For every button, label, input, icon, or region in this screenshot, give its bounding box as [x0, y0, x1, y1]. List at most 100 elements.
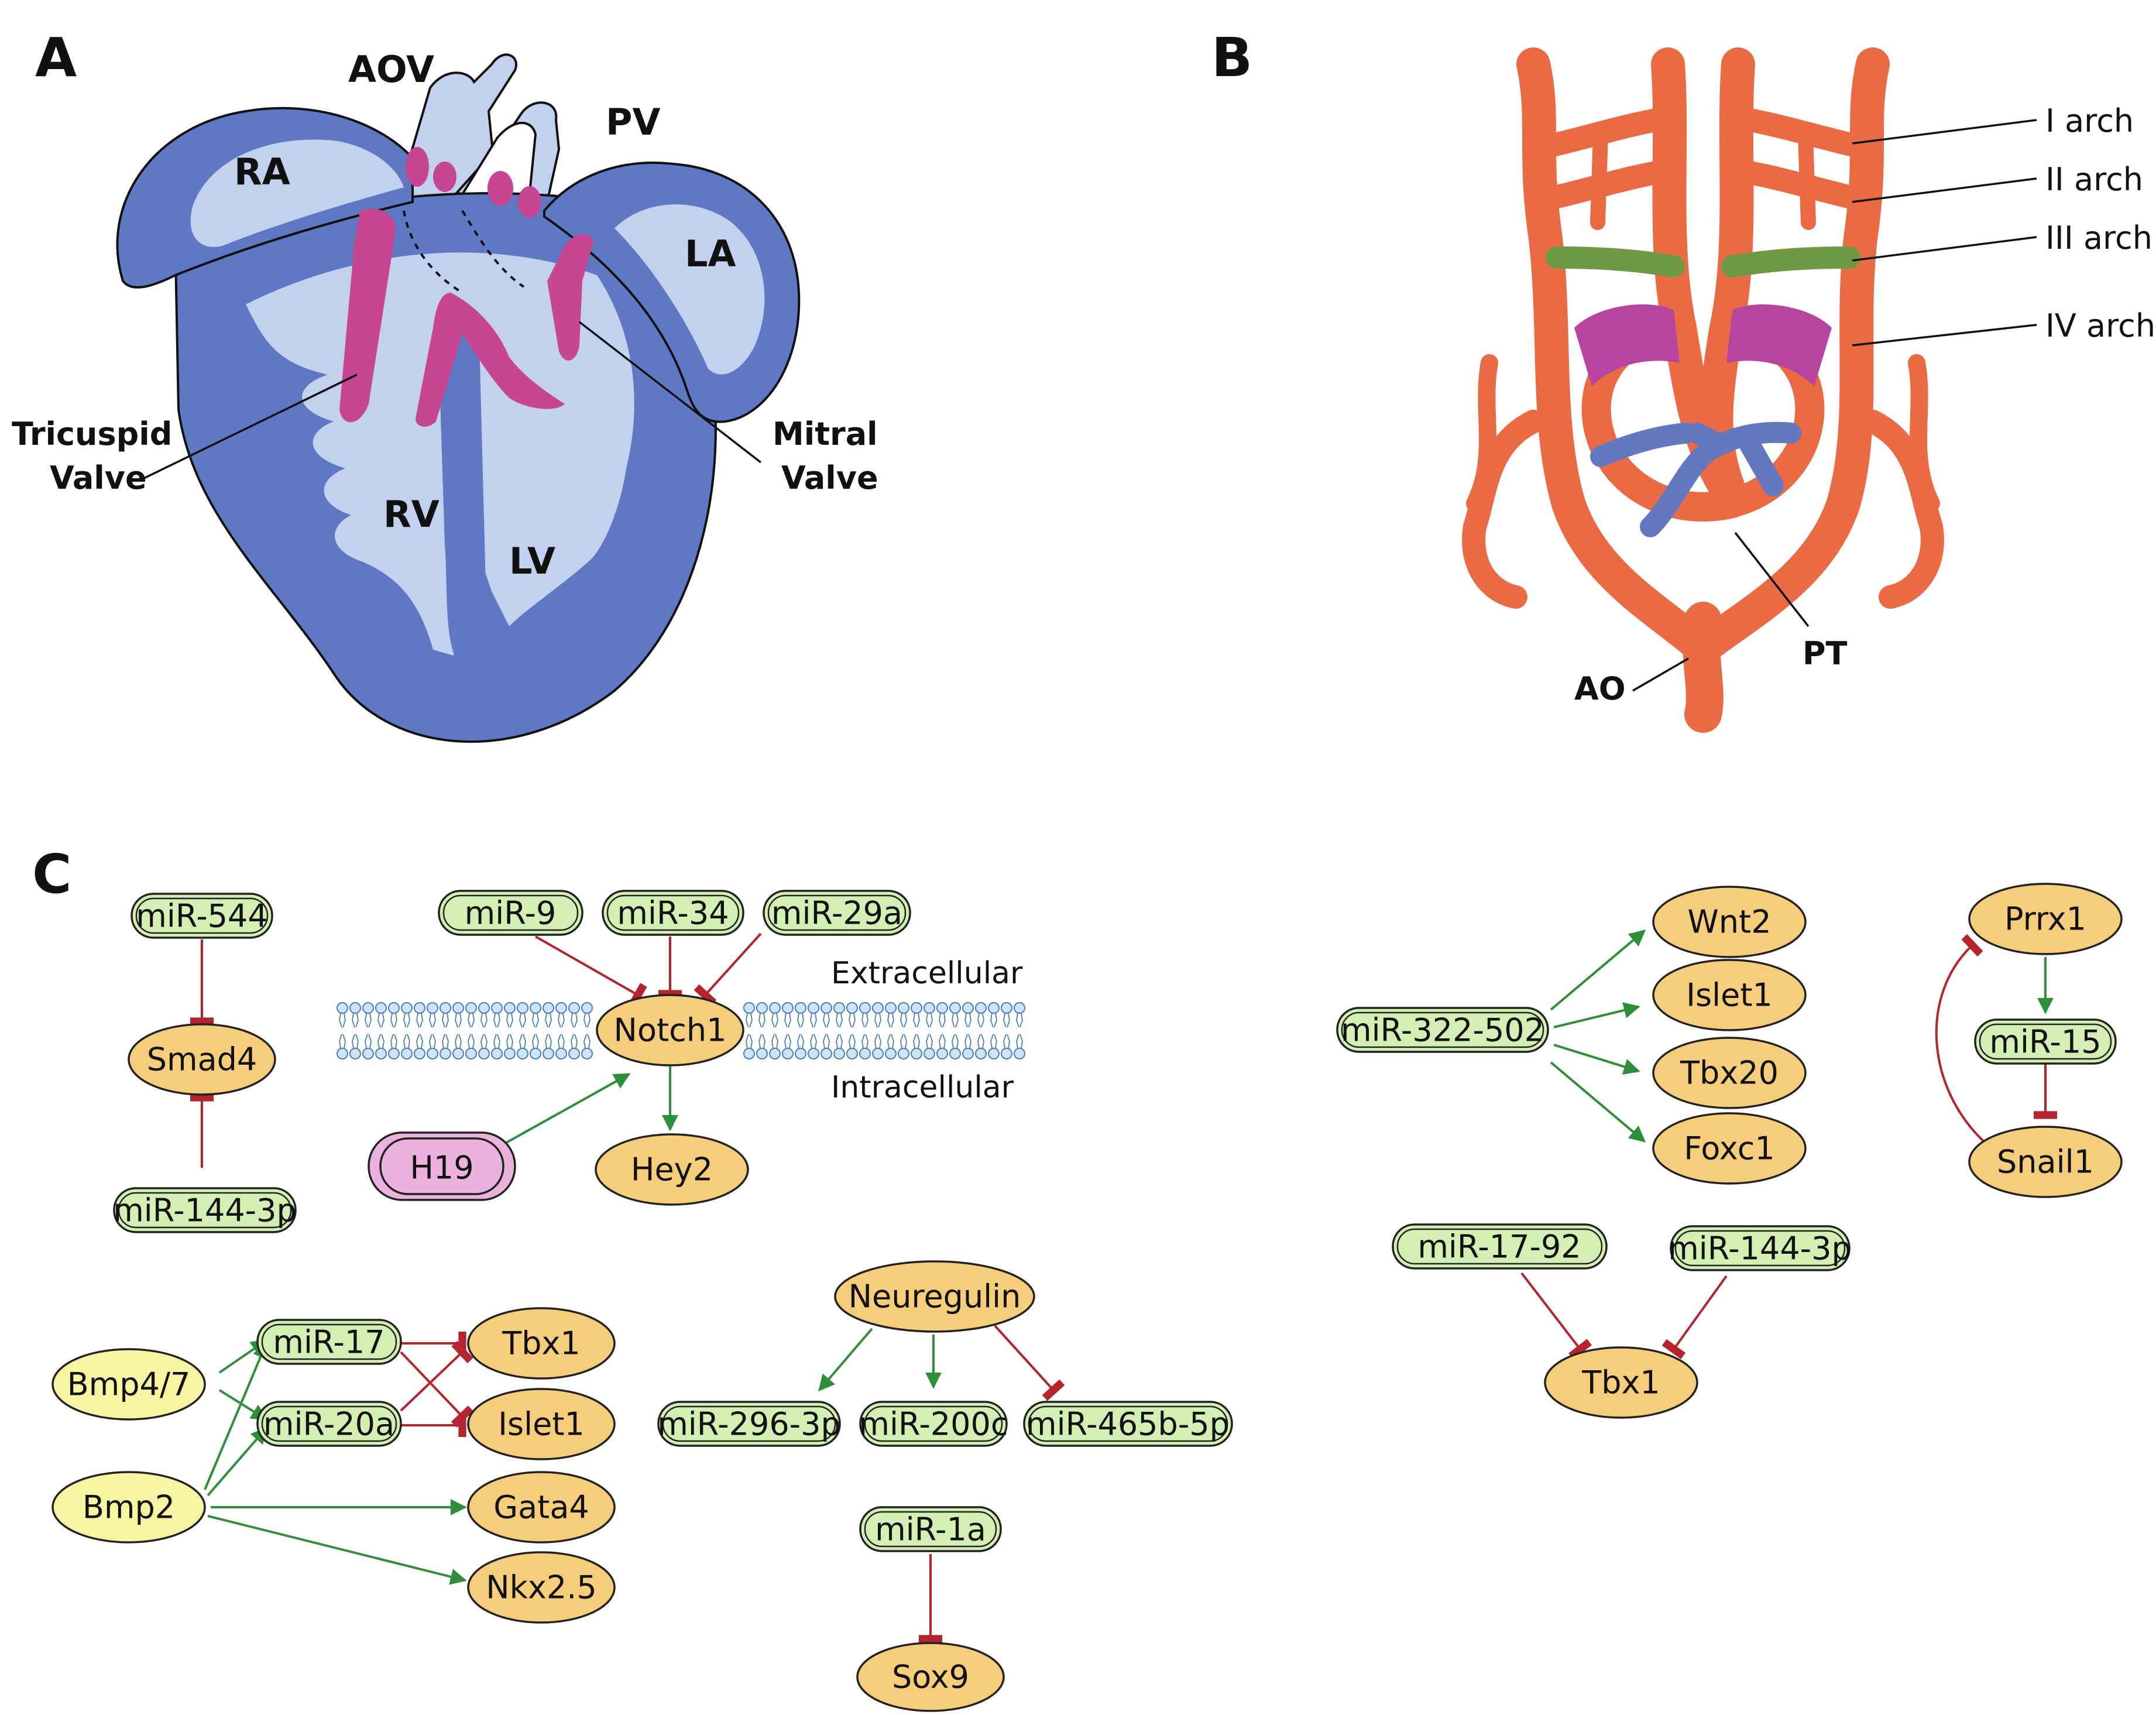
- label-arch3: III arch: [2045, 219, 2152, 256]
- label-arch2: II arch: [2045, 161, 2143, 198]
- lipid-head: [568, 1048, 580, 1059]
- lipid-head: [581, 1002, 593, 1014]
- node-mir15: miR-15: [1989, 1024, 2101, 1061]
- lipid-tail: [493, 1034, 500, 1049]
- lipid-tail: [545, 1034, 552, 1049]
- node-h19: H19: [410, 1150, 473, 1186]
- lipid-head: [808, 1048, 819, 1059]
- lipid-head: [936, 1002, 948, 1014]
- lipid-head: [949, 1002, 961, 1014]
- lipid-tail: [532, 1034, 539, 1049]
- edge-mir17-islet1: [400, 1351, 474, 1428]
- lipid-tail: [403, 1034, 410, 1049]
- node-prrx1: Prrx1: [2004, 901, 2086, 938]
- label-pt: PT: [1803, 635, 1848, 672]
- gene-prrx1: Prrx1: [1968, 883, 2123, 955]
- lipid-tail: [519, 1013, 526, 1028]
- ligand-bmp2: Bmp2: [52, 1471, 206, 1544]
- lipid-tail: [900, 1013, 907, 1028]
- arch3-leader: [1852, 236, 2037, 262]
- label-ra: RA: [234, 150, 290, 193]
- vessel-gap: [457, 122, 537, 201]
- label-aov: AOV: [348, 48, 434, 91]
- node-mir1a: miR-1a: [875, 1511, 986, 1548]
- lipid-head: [517, 1002, 528, 1014]
- lipid-tail: [926, 1034, 933, 1049]
- gene-wnt2: Wnt2: [1652, 886, 1807, 958]
- lipid-tail: [455, 1034, 462, 1049]
- arch2-leader: [1852, 177, 2037, 203]
- arch-four: [1574, 304, 1832, 386]
- lipid-head: [517, 1048, 528, 1059]
- mitral-label-line2: Valve: [781, 459, 878, 496]
- lipid-head: [936, 1048, 948, 1059]
- lipid-tail: [977, 1034, 984, 1049]
- mirna-pill-mir1792: miR-17-92: [1392, 1223, 1608, 1270]
- edge-mir29a-notch1: [694, 932, 762, 1006]
- lipid-tail: [339, 1034, 346, 1049]
- lipid-tail: [874, 1034, 881, 1049]
- gene-tbx1-right: Tbx1: [1544, 1346, 1698, 1419]
- lipid-head: [1014, 1002, 1025, 1014]
- mitral-label-line1: Mitral: [773, 416, 878, 452]
- lipid-head: [375, 1002, 387, 1014]
- lipid-tail: [977, 1013, 984, 1028]
- lipid-tail: [506, 1013, 513, 1028]
- edge-mir9-notch1: [535, 935, 647, 1007]
- lipid-tail: [583, 1034, 591, 1049]
- mirna-pill-mir34: miR-34: [602, 890, 744, 936]
- mirna-pill-mir9: miR-9: [438, 890, 583, 936]
- mirna-pill-mir20a: miR-20a: [256, 1401, 402, 1447]
- edge-mir20a-tbx1: [400, 1340, 473, 1412]
- lipid-head: [898, 1002, 909, 1014]
- lipid-head: [581, 1048, 593, 1059]
- lipid-tail: [468, 1034, 475, 1049]
- node-mir17: miR-17: [273, 1324, 384, 1361]
- node-mir34: miR-34: [617, 895, 729, 932]
- lipid-head: [782, 1002, 794, 1014]
- septum: [439, 328, 486, 653]
- lipid-tail: [964, 1034, 971, 1049]
- lncrna-h19: H19: [368, 1131, 516, 1201]
- lipid-head: [820, 1048, 832, 1059]
- edge-mir144r-tbx1: [1661, 1275, 1728, 1360]
- lipid-tail: [416, 1013, 423, 1028]
- mirna-pill-mir1a: miR-1a: [859, 1506, 1002, 1552]
- lipid-tail: [480, 1013, 487, 1028]
- edge-mir322-islet1: [1553, 1002, 1640, 1028]
- lipid-head: [769, 1048, 781, 1059]
- pulmonary-trunk: [1590, 421, 1801, 537]
- edge-bmp2-mir20a: [207, 1426, 267, 1497]
- edge-h19-notch1: [503, 1073, 631, 1145]
- lipid-tail: [365, 1034, 372, 1049]
- lipid-tail: [339, 1013, 346, 1028]
- arch-vessels: [1462, 47, 1944, 733]
- lipid-head: [911, 1048, 922, 1059]
- node-mir9: miR-9: [465, 895, 557, 932]
- lipid-head: [337, 1002, 348, 1014]
- lipid-tail: [887, 1013, 894, 1028]
- lipid-head: [743, 1048, 755, 1059]
- lipid-tail: [403, 1013, 410, 1028]
- lipid-tail: [758, 1013, 765, 1028]
- lipid-tail: [900, 1034, 907, 1049]
- node-gata4: Gata4: [493, 1489, 589, 1526]
- lipid-tail: [442, 1034, 449, 1049]
- tricuspid-label-line2: Valve: [50, 459, 147, 496]
- lipid-tail: [797, 1034, 804, 1049]
- node-mir544: miR-544: [136, 898, 268, 935]
- lipid-head: [440, 1002, 451, 1014]
- lipid-head: [988, 1048, 1000, 1059]
- outflow-dash-1: [403, 210, 464, 294]
- edge-mir322-tbx20: [1553, 1044, 1640, 1075]
- node-smad4: Smad4: [147, 1041, 258, 1078]
- lipid-head: [885, 1048, 897, 1059]
- edge-snail1-prrx1: [1935, 934, 1988, 1145]
- lipid-head: [975, 1048, 987, 1059]
- arch1-leader: [1852, 119, 2037, 145]
- node-nkx25: Nkx2.5: [486, 1569, 597, 1606]
- lipid-tail: [480, 1034, 487, 1049]
- panel-b: B: [1211, 26, 2155, 733]
- lipid-tail: [571, 1034, 578, 1049]
- gene-notch1: Notch1: [596, 994, 744, 1066]
